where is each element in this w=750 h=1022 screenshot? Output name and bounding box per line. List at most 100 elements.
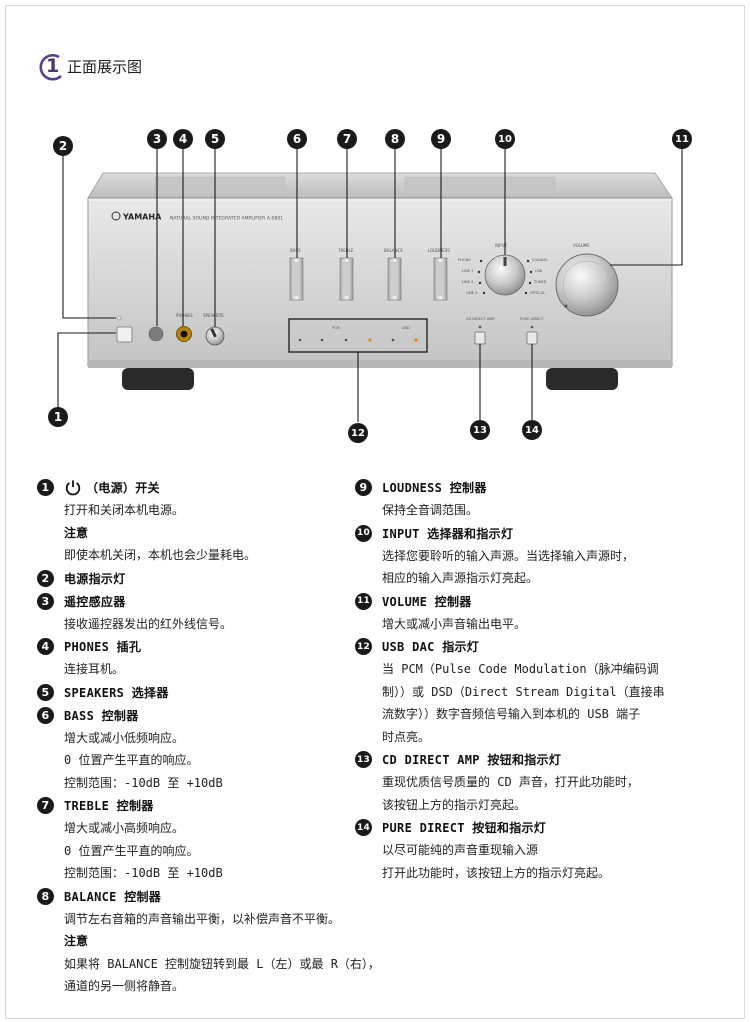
callout-1: 1 — [48, 407, 68, 427]
item-9-heading: 9 LOUDNESS 控制器 — [355, 476, 675, 499]
item-9-badge: 9 — [355, 479, 372, 496]
item-11-line-1: 增大或减小声音输出电平。 — [382, 616, 527, 631]
item-6-line-3: 控制范围：-10dB 至 +10dB — [64, 775, 223, 790]
item-2-title: 电源指示灯 — [64, 571, 126, 586]
item-14-line-1: 以尽可能纯的声音重现输入源 — [382, 843, 539, 857]
item-12-line-1: 当 PCM（Pulse Code Modulation（脉冲编码调 — [382, 662, 659, 676]
svg-text:TREBLE: TREBLE — [337, 248, 354, 253]
amplifier-illustration: YAMAHA NATURAL SOUND INTEGRATED AMPLIFIE… — [57, 148, 683, 422]
item-12-line-3: 流数字））数字音频信号输入到本机的 USB 端子 — [382, 707, 641, 721]
cd-direct-amp-button: CD DIRECT AMP — [466, 317, 495, 345]
item-1-heading: 1 （电源）开关 — [37, 476, 357, 499]
svg-text:BASS: BASS — [290, 248, 301, 253]
svg-text:USB: USB — [535, 269, 543, 273]
item-6-line-2: 0 位置产生平直的响应。 — [64, 753, 199, 767]
item-12-title: USB DAC 指示灯 — [382, 640, 480, 654]
section-title: 正面展示图 — [67, 57, 143, 76]
item-2-heading: 2 电源指示灯 — [37, 567, 357, 590]
item-8-line-1: 调节左右音箱的声音输出平衡，以补偿声音不平衡。 — [64, 911, 341, 926]
item-8-note-line-1: 如果将 BALANCE 控制旋钮转到最 L（左）或最 R（右）， — [64, 956, 380, 971]
item-14-line-2: 打开此功能时，该按钮上方的指示灯亮起。 — [382, 865, 611, 880]
section-header: 1 正面展示图 — [37, 50, 142, 82]
item-3-heading: 3 遥控感应器 — [37, 590, 357, 613]
callout-3: 3 — [147, 129, 167, 149]
leader-lines — [57, 148, 683, 422]
item-5-heading: 5 SPEAKERS 选择器 — [37, 681, 357, 704]
callout-6: 6 — [287, 129, 307, 149]
svg-text:LINE 1: LINE 1 — [462, 269, 473, 273]
svg-text:PURE DIRECT: PURE DIRECT — [520, 317, 545, 321]
item-6-badge: 6 — [37, 706, 54, 724]
item-13-title: CD DIRECT AMP 按钮和指示灯 — [382, 753, 562, 767]
item-7-line-2: 0 位置产生平直的响应。 — [64, 843, 199, 858]
callout-2: 2 — [53, 136, 73, 156]
item-10-line-1: 选择您要聆听的输入声源。当选择输入声源时， — [382, 548, 635, 563]
svg-text:BALANCE: BALANCE — [384, 248, 403, 253]
item-7-line-1: 增大或减小高频响应。 — [64, 821, 185, 835]
item-13-line-2: 该按钮上方的指示灯亮起。 — [382, 797, 527, 812]
item-8-heading: 8 BALANCE 控制器 — [37, 885, 357, 908]
item-14-title: PURE DIRECT 按钮和指示灯 — [382, 821, 547, 835]
callout-8: 8 — [385, 129, 405, 149]
item-14-badge: 14 — [355, 819, 372, 836]
svg-text:PCM: PCM — [332, 326, 340, 330]
callout-5: 5 — [205, 129, 225, 149]
callout-7: 7 — [337, 129, 357, 149]
item-10-title: INPUT 选择器和指示灯 — [382, 526, 514, 541]
item-6-title: BASS 控制器 — [64, 708, 139, 723]
item-14-heading: 14 PURE DIRECT 按钮和指示灯 — [355, 816, 675, 839]
speakers-label: SPEAKERS — [203, 313, 224, 318]
input-selector: INPUT PHONO LINE 1 LINE 2 LINE 3 COAXIAL… — [458, 243, 548, 296]
item-7-badge: 7 — [37, 797, 54, 814]
item-11-title: VOLUME 控制器 — [382, 594, 472, 609]
svg-text:INPUT: INPUT — [495, 243, 508, 248]
power-icon — [65, 479, 81, 495]
section-number-badge: 1 — [37, 52, 65, 81]
item-12-line-4: 时点亮。 — [382, 729, 431, 744]
bass-slider: BASS — [289, 248, 304, 301]
item-12-line-2: 制））或 DSD（Direct Stream Digital（直接串 — [382, 684, 665, 699]
section-number: 1 — [46, 55, 60, 77]
callout-9: 9 — [431, 129, 451, 149]
item-7-title: TREBLE 控制器 — [64, 799, 154, 813]
item-5-badge: 5 — [37, 683, 54, 701]
item-12-badge: 12 — [355, 638, 372, 655]
svg-text:PHONO: PHONO — [458, 258, 471, 262]
item-12-heading: 12 USB DAC 指示灯 — [355, 635, 675, 658]
phones-label: PHONES — [176, 313, 193, 318]
item-9-title: LOUDNESS 控制器 — [382, 481, 487, 495]
pure-direct-button: PURE DIRECT — [520, 317, 545, 345]
power-indicator — [116, 315, 122, 321]
item-4-badge: 4 — [37, 638, 54, 655]
svg-text:TUNER: TUNER — [533, 280, 547, 284]
item-1-note-line-1: 即使本机关闭，本机也会少量耗电。 — [64, 548, 257, 562]
item-10-line-2: 相应的输入声源指示灯亮起。 — [382, 571, 539, 585]
volume-knob: VOLUME — [555, 243, 619, 317]
callout-4: 4 — [173, 129, 193, 149]
callout-11: 11 — [672, 129, 692, 149]
remote-sensor — [148, 326, 164, 342]
callout-12: 12 — [348, 423, 368, 443]
item-1-line-1: 打开和关闭本机电源。 — [64, 503, 185, 517]
item-3-line-1: 接收遥控器发出的红外线信号。 — [64, 616, 233, 631]
item-8-badge: 8 — [37, 887, 54, 905]
item-11-heading: 11 VOLUME 控制器 — [355, 590, 675, 613]
item-1-title: （电源）开关 — [86, 481, 160, 495]
callout-14: 14 — [522, 420, 542, 440]
callout-13: 13 — [470, 420, 490, 440]
item-2-badge: 2 — [37, 569, 54, 587]
svg-text:LINE 3: LINE 3 — [466, 291, 477, 295]
item-1-note-label: 注意 — [64, 525, 89, 540]
item-13-badge: 13 — [355, 751, 372, 768]
item-4-line-1: 连接耳机。 — [64, 662, 125, 676]
description-list-right: 9 LOUDNESS 控制器 保持全音调范围。 10 INPUT 选择器和指示灯… — [355, 476, 675, 884]
item-10-heading: 10 INPUT 选择器和指示灯 — [355, 522, 675, 545]
item-7-line-3: 控制范围：-10dB 至 +10dB — [64, 866, 223, 880]
svg-text:DSD: DSD — [402, 326, 410, 330]
item-4-heading: 4 PHONES 插孔 — [37, 635, 357, 658]
item-8-note-line-2: 通道的另一侧将静音。 — [64, 979, 185, 993]
svg-text:VOLUME: VOLUME — [573, 243, 590, 248]
svg-text:OPTICAL: OPTICAL — [530, 291, 545, 295]
power-switch — [116, 326, 133, 343]
item-9-line-1: 保持全音调范围。 — [382, 503, 479, 517]
